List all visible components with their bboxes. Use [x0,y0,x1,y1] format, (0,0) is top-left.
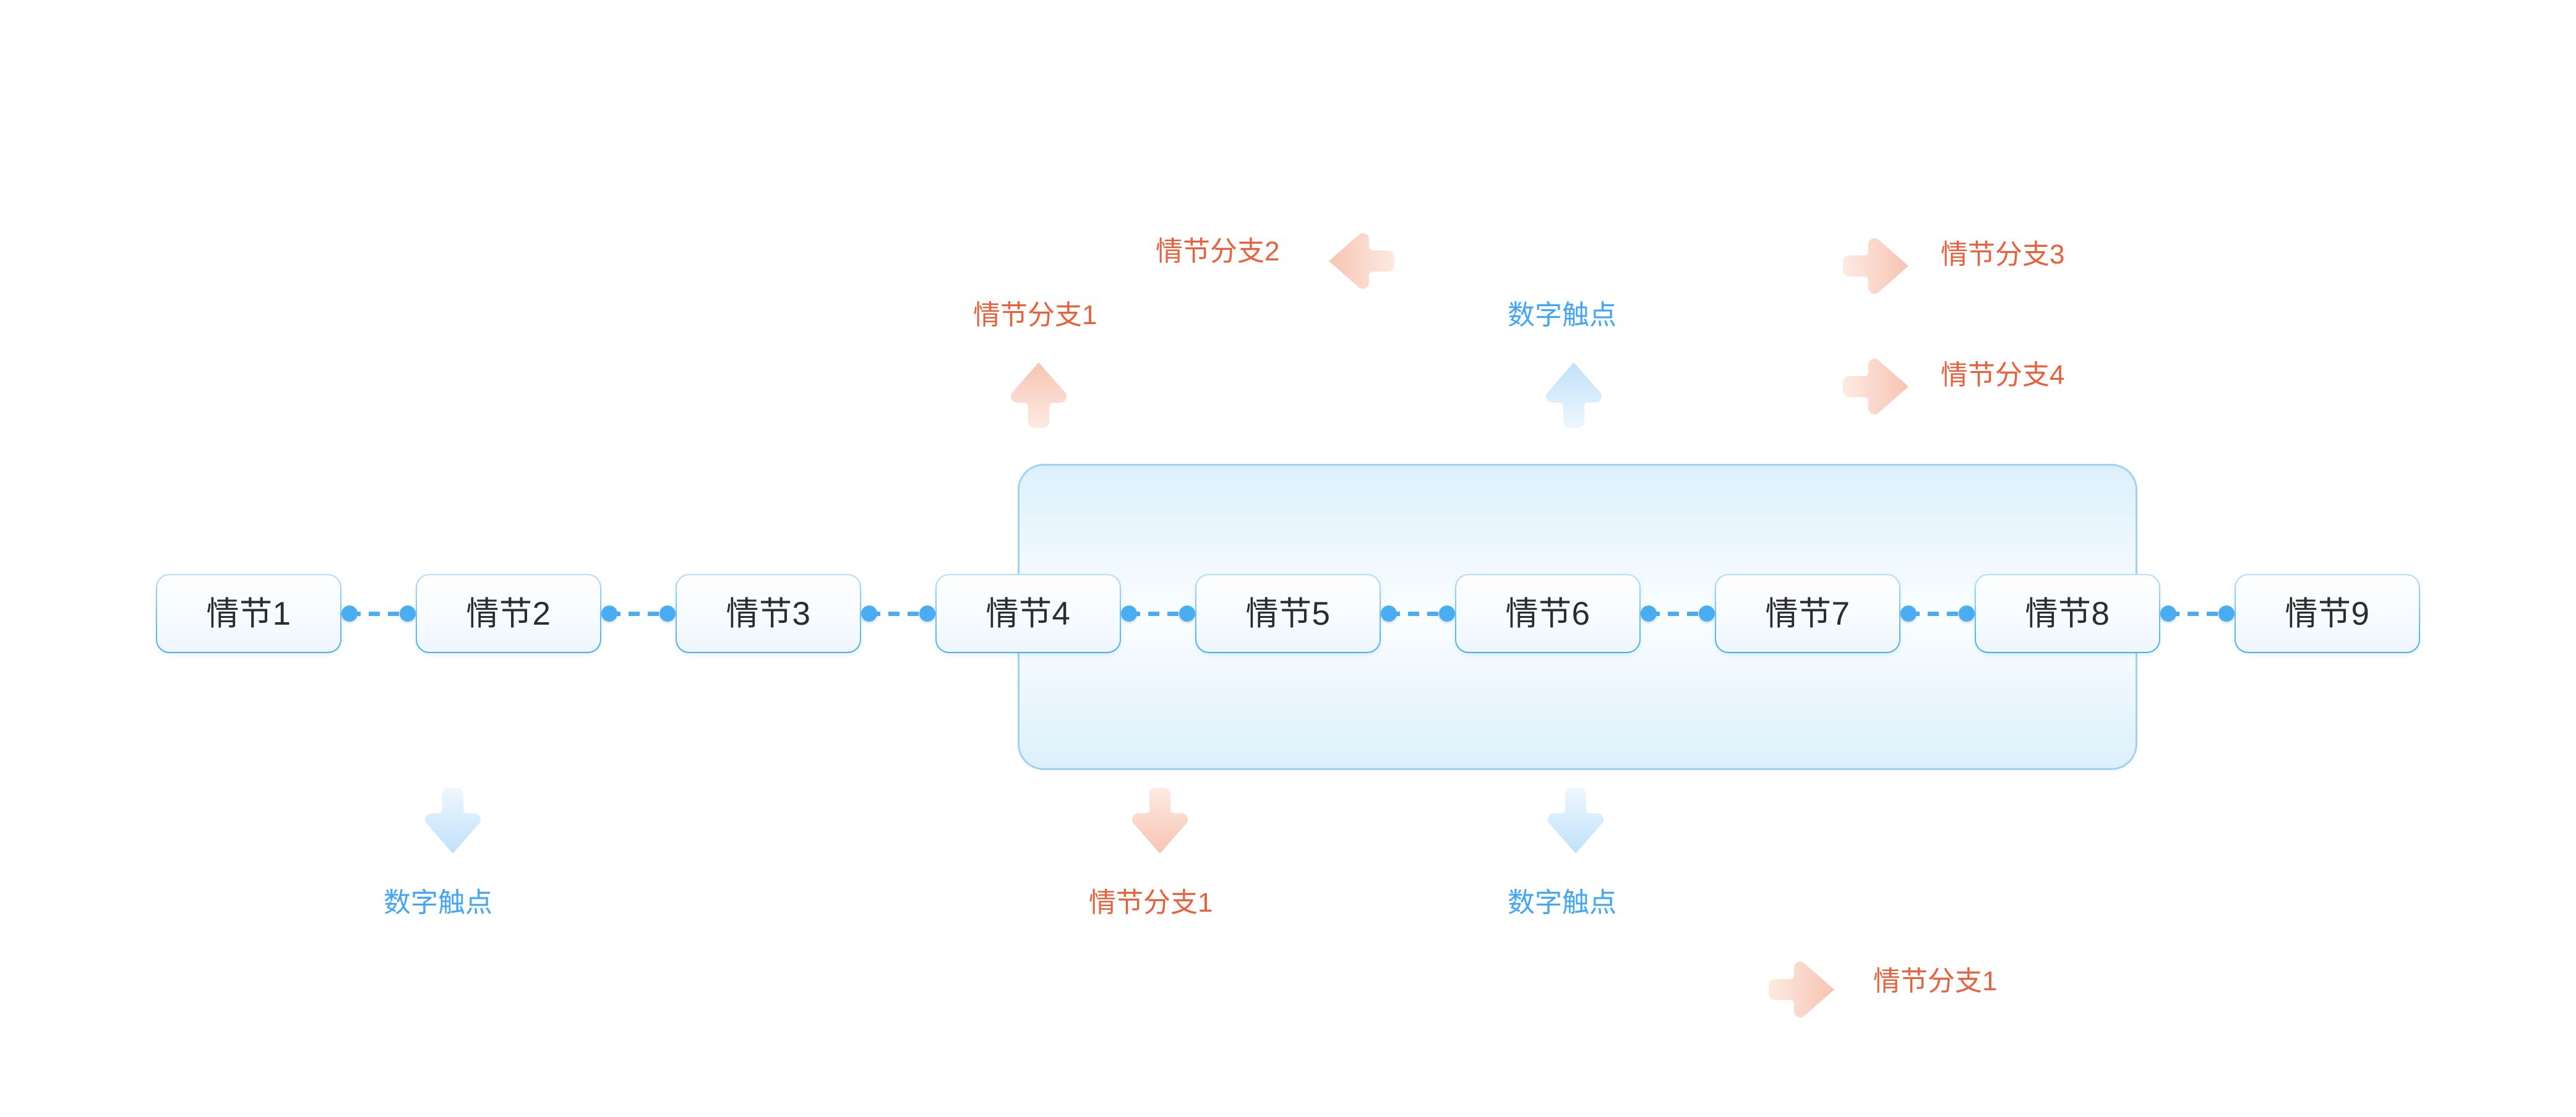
arrow-left-icon [1324,229,1397,293]
connector-dot-end [400,606,416,622]
arrow-down-icon [1543,785,1608,858]
connector-dot-start [341,606,358,622]
connector-dashed-line [1389,611,1447,616]
plot-node-label: 情节5 [1245,595,1331,632]
arrow-down-icon [421,785,485,858]
annotation-label-branch-1-bottom-right: 情节分支1 [1873,966,1998,996]
connector-dot-start [1121,606,1137,622]
annotation-label-branch-3: 情节分支3 [1941,239,2065,270]
plot-node-9[interactable]: 情节9 [2235,574,2420,653]
plot-node-2[interactable]: 情节2 [416,574,601,653]
arrow-down-icon [1128,785,1192,858]
plot-node-label: 情节1 [206,595,291,632]
plot-node-6[interactable]: 情节6 [1455,574,1641,653]
node-connector[interactable] [1121,606,1195,622]
connector-dashed-line [1649,611,1707,616]
plot-node-4-inner: 情节4 [937,575,1120,652]
connector-dashed-line [869,611,927,616]
connector-dot-start [861,606,877,622]
connector-dot-start [2160,606,2176,622]
plot-node-label: 情节7 [1765,595,1850,632]
connector-dot-start [1641,606,1657,622]
connector-dot-end [659,606,676,622]
connector-dot-end [1439,606,1455,622]
plot-node-label: 情节9 [2285,595,2370,632]
node-connector[interactable] [1381,606,1455,622]
plot-node-5-inner: 情节5 [1196,575,1380,652]
plot-node-7[interactable]: 情节7 [1715,574,1900,653]
annotation-label-branch-1-bottom: 情节分支1 [1089,888,1213,918]
annotation-label-touchpoint-bottom-1: 数字触点 [384,888,492,918]
annotation-label-branch-2: 情节分支2 [1156,236,1280,267]
arrow-up-icon [1007,357,1071,430]
arrow-up-icon [1542,357,1606,430]
plot-node-label: 情节8 [2025,595,2110,632]
plot-node-2-inner: 情节2 [417,575,600,652]
connector-dashed-line [1129,611,1187,616]
node-connector[interactable] [1641,606,1715,622]
plot-node-chain: 情节1 情节2 情节3 [0,573,2576,654]
connector-dot-start [601,606,617,622]
plot-node-label: 情节6 [1505,595,1591,632]
annotation-label-branch-4: 情节分支4 [1941,360,2065,390]
plot-node-1-inner: 情节1 [157,575,340,652]
plot-node-label: 情节3 [726,595,811,632]
plot-node-8-inner: 情节8 [1976,575,2159,652]
plot-node-6-inner: 情节6 [1456,575,1639,652]
plot-node-7-inner: 情节7 [1716,575,1899,652]
plot-node-3-inner: 情节3 [677,575,860,652]
plot-node-9-inner: 情节9 [2236,575,2419,652]
plot-node-label: 情节2 [466,595,551,632]
connector-dot-end [1699,606,1715,622]
connector-dot-start [1381,606,1397,622]
connector-dot-end [2218,606,2235,622]
connector-dashed-line [1908,611,1967,616]
arrow-right-icon [1840,234,1913,298]
plot-node-8[interactable]: 情节8 [1975,574,2160,653]
node-connector[interactable] [601,606,676,622]
node-connector[interactable] [1900,606,1975,622]
connector-dot-end [1959,606,1975,622]
connector-dot-start [1900,606,1917,622]
plot-node-5[interactable]: 情节5 [1195,574,1381,653]
plot-node-4[interactable]: 情节4 [935,574,1121,653]
connector-dashed-line [609,611,668,616]
arrow-right-icon [1766,957,1839,1022]
connector-dashed-line [2168,611,2226,616]
plot-node-1[interactable]: 情节1 [156,574,341,653]
plot-node-3[interactable]: 情节3 [676,574,861,653]
connector-dashed-line [350,611,408,616]
node-connector[interactable] [341,606,416,622]
node-connector[interactable] [861,606,935,622]
arrow-right-icon [1840,354,1913,419]
node-connector[interactable] [2160,606,2235,622]
annotation-label-touchpoint-top: 数字触点 [1508,300,1616,330]
connector-dot-end [919,606,935,622]
connector-dot-end [1179,606,1195,622]
plot-node-label: 情节4 [985,595,1071,632]
annotation-label-touchpoint-bottom-2: 数字触点 [1508,888,1616,918]
annotation-label-branch-1-top: 情节分支1 [973,300,1097,330]
